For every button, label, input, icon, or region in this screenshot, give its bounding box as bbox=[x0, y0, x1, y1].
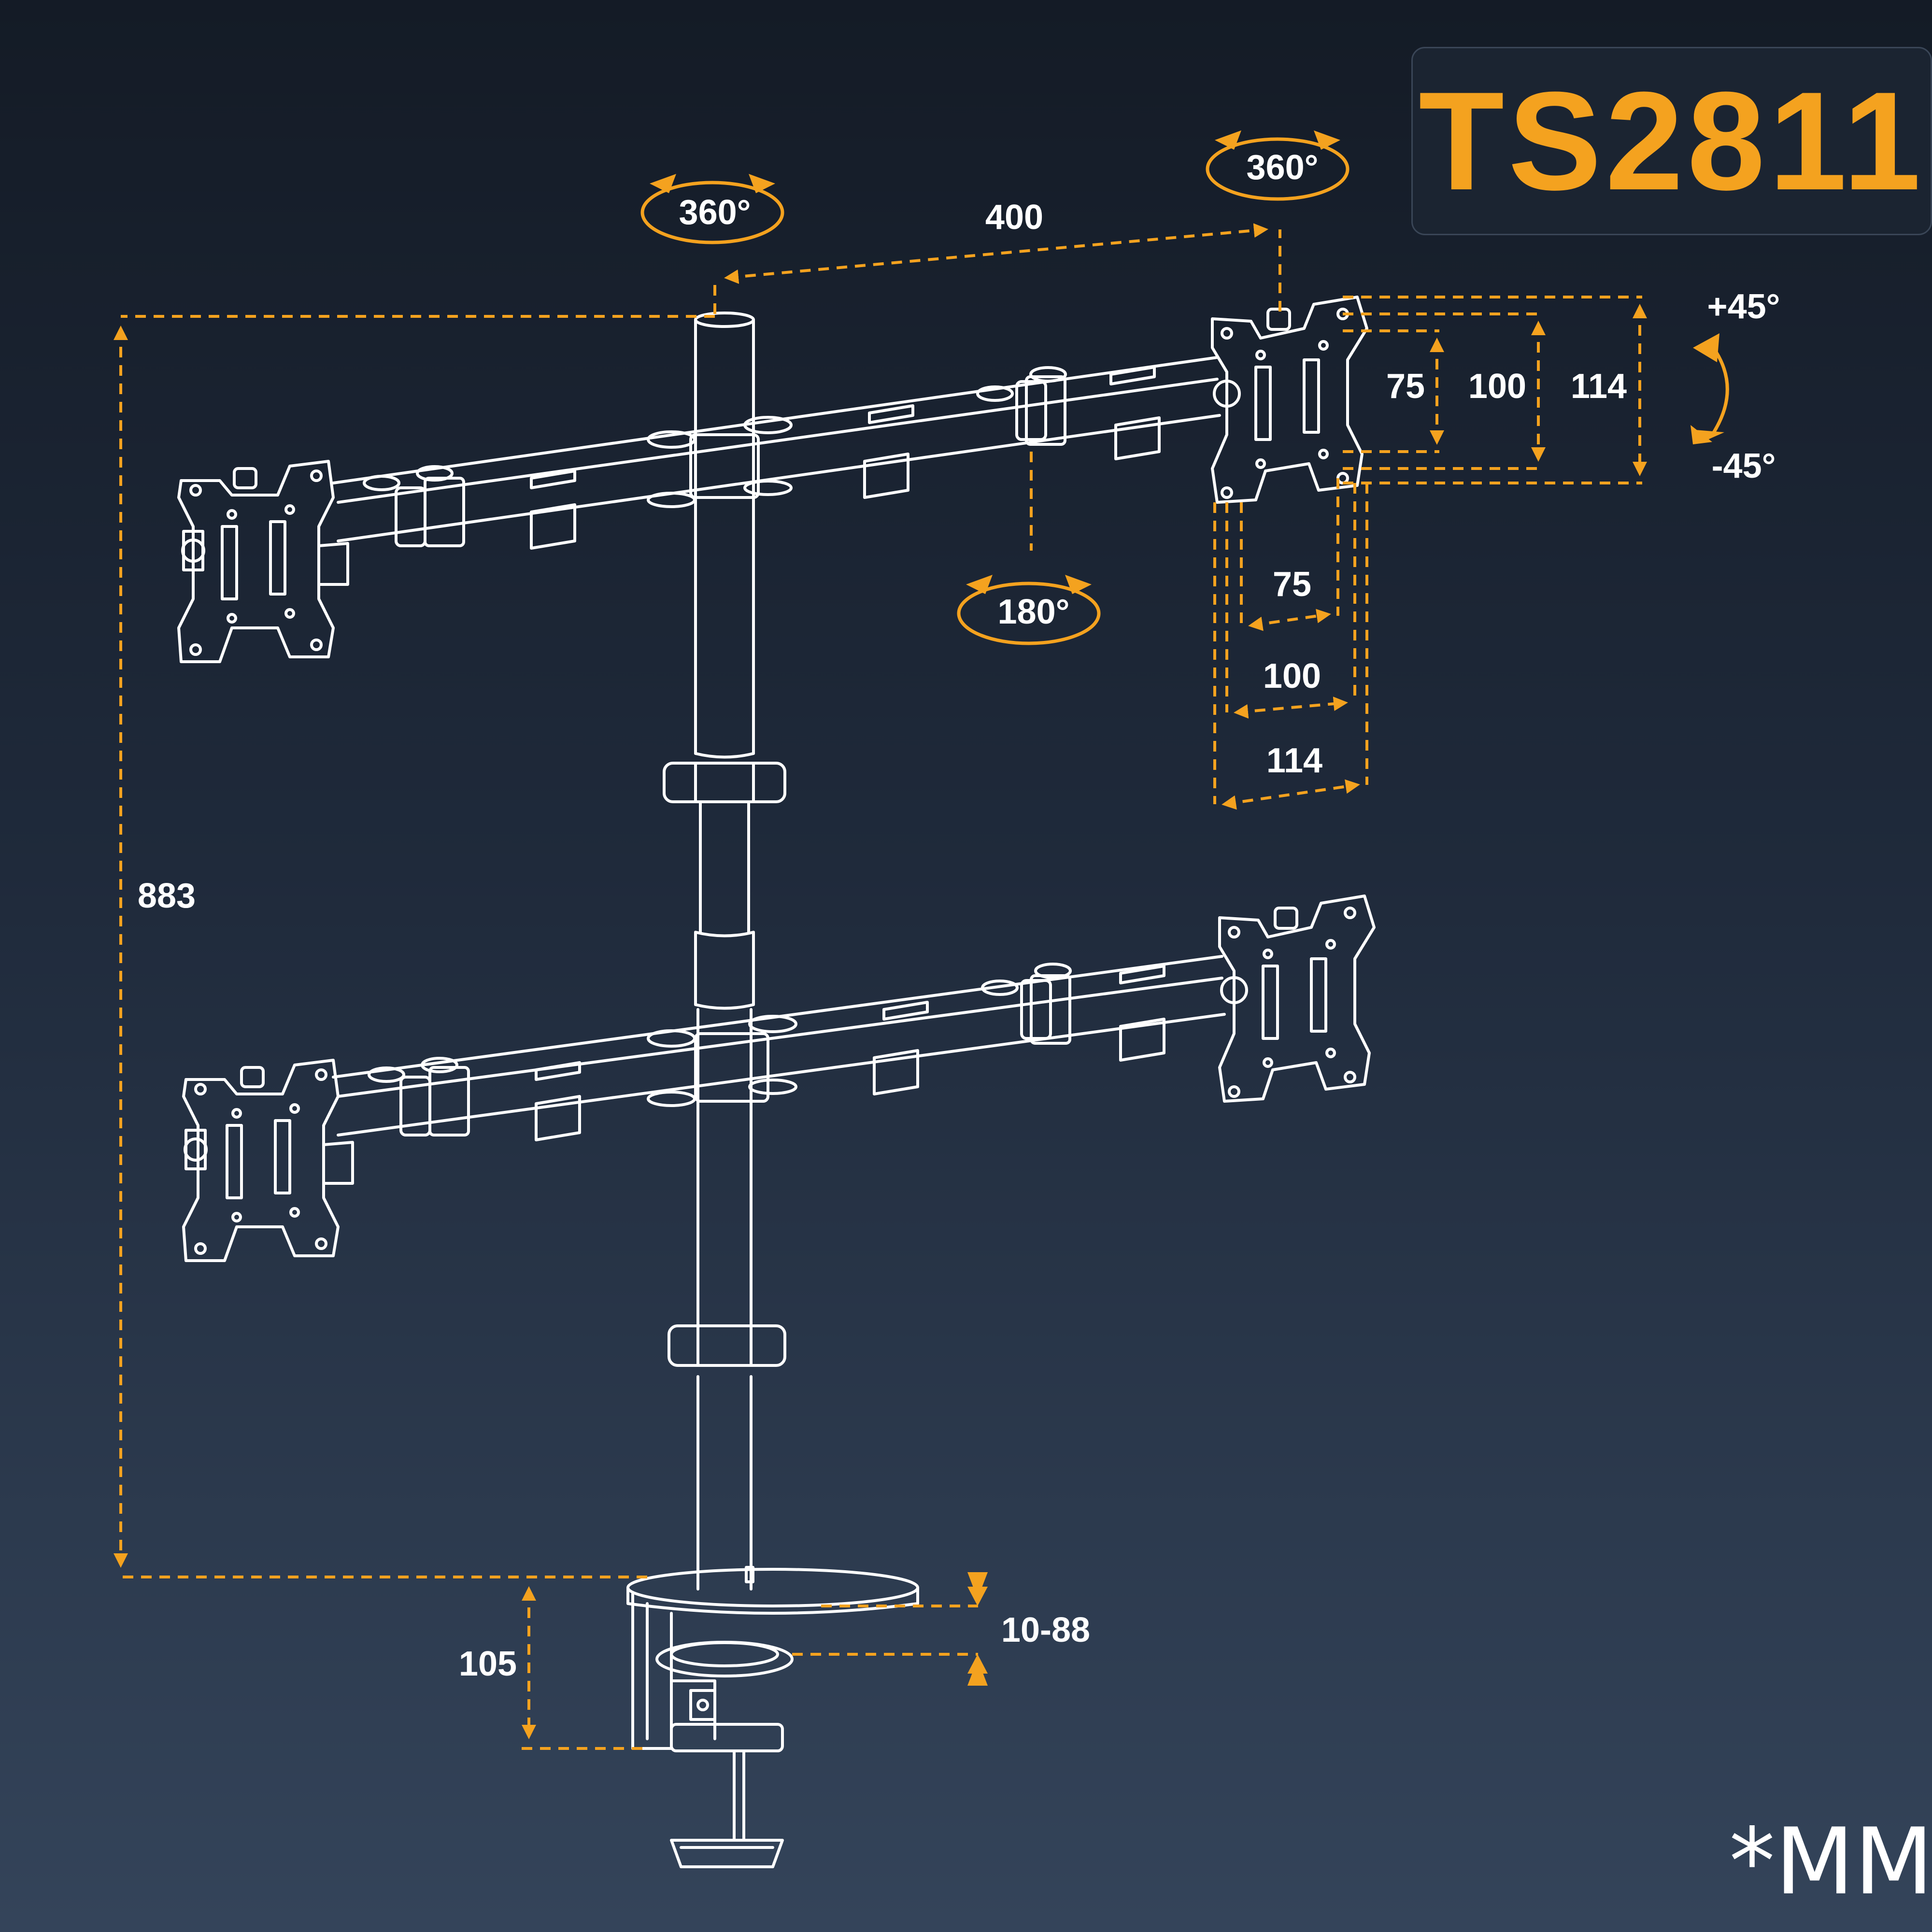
desk-bottom-arrow bbox=[967, 1654, 988, 1686]
lower-left-vesa-plate bbox=[182, 1059, 340, 1262]
tilt-indicator: +45° -45° bbox=[1690, 287, 1780, 485]
vesa-h-100-label: 100 bbox=[1263, 657, 1321, 696]
reach-label: 400 bbox=[985, 198, 1043, 237]
vesa-v-75-label: 75 bbox=[1386, 367, 1425, 406]
desk-thickness-label: 10-88 bbox=[1001, 1611, 1090, 1649]
model-badge: TS2811 bbox=[1411, 47, 1932, 235]
upper-left-vesa-plate bbox=[177, 460, 335, 663]
head-rotation-indicator: 360° bbox=[1206, 130, 1350, 201]
vesa-h-114-label: 114 bbox=[1266, 741, 1322, 780]
desk-clamp bbox=[626, 1568, 919, 1868]
arm-rotation-indicator: 180° bbox=[957, 575, 1101, 645]
unit-note: *MM bbox=[1729, 1808, 1932, 1915]
tilt-down-label: -45° bbox=[1712, 447, 1776, 485]
clamp-depth-label: 105 bbox=[459, 1645, 517, 1683]
lower-arm bbox=[322, 955, 1248, 1185]
vesa-h-75-line bbox=[1248, 609, 1331, 631]
mount-line-art bbox=[177, 296, 1376, 1868]
vesa-h-75-label: 75 bbox=[1273, 565, 1311, 604]
height-label: 883 bbox=[138, 877, 196, 915]
dimension-labels: 400 883 75 100 114 75 100 114 105 10-88 bbox=[138, 198, 1627, 1683]
pole bbox=[663, 312, 786, 1591]
model-title: TS2811 bbox=[1419, 63, 1925, 219]
dimension-lines bbox=[114, 223, 1647, 1750]
upper-right-vesa-plate bbox=[1211, 296, 1368, 504]
vesa-h-100-line bbox=[1234, 696, 1348, 719]
tilt-up-label: +45° bbox=[1707, 287, 1780, 326]
arm-rotation-label: 180° bbox=[998, 593, 1070, 631]
upper-arm bbox=[317, 356, 1241, 586]
vesa-h-114-line bbox=[1222, 779, 1360, 810]
desk-top-arrow bbox=[967, 1572, 988, 1606]
lower-right-vesa-plate bbox=[1218, 895, 1376, 1103]
vesa-v-100-label: 100 bbox=[1468, 367, 1526, 406]
reach-dimension-line bbox=[724, 223, 1268, 284]
vesa-v-114-label: 114 bbox=[1571, 367, 1627, 406]
head-rotation-label: 360° bbox=[1247, 148, 1319, 187]
pole-rotation-indicator: 360° bbox=[640, 174, 784, 244]
pole-rotation-label: 360° bbox=[679, 193, 751, 232]
